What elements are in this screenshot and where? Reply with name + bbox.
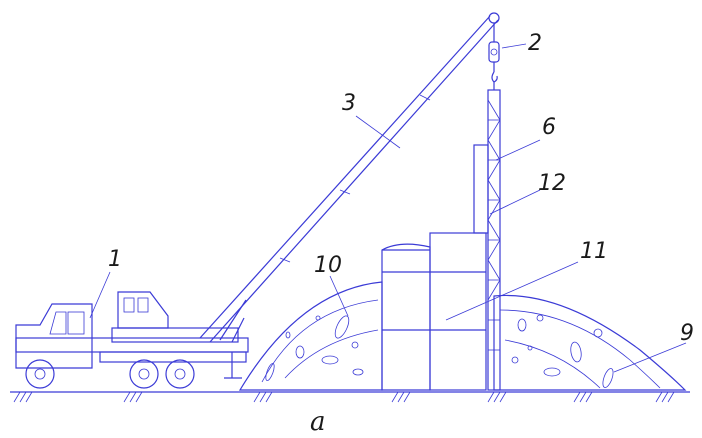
- label-9: 9: [680, 321, 694, 346]
- label-6: 6: [542, 115, 556, 140]
- ground-line: [10, 391, 690, 403]
- backfill-left: [238, 281, 383, 391]
- label-11: 11: [580, 239, 608, 264]
- truck-crane: [15, 291, 249, 389]
- backfill-right: [493, 294, 687, 391]
- label-2: 2: [528, 31, 542, 56]
- label-3: 3: [342, 91, 356, 116]
- label-12: 12: [538, 171, 566, 196]
- crane-boom: [199, 15, 499, 343]
- label-10: 10: [314, 253, 342, 278]
- figure-caption: a: [310, 407, 326, 437]
- leader-lines: [89, 43, 687, 373]
- label-1: 1: [108, 247, 122, 272]
- assembly-column: [473, 89, 501, 391]
- foundation-blocks: [381, 232, 487, 391]
